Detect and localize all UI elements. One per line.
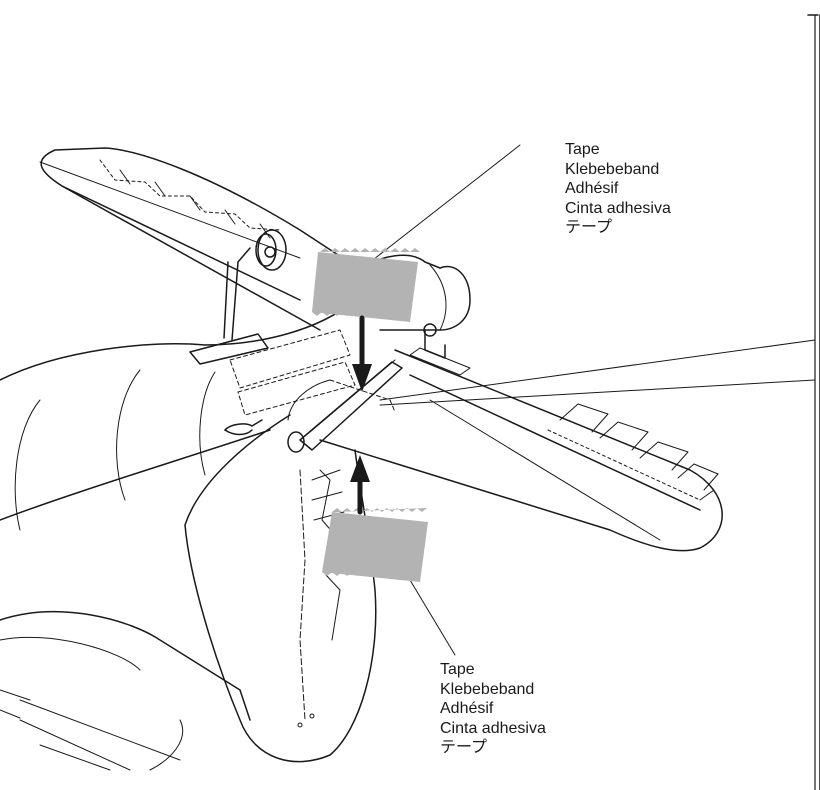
tape-callout-top: Tape Klebebeband Adhésif Cinta adhesiva … xyxy=(565,140,671,238)
tail-wheel xyxy=(189,229,287,365)
tape-top xyxy=(312,248,420,322)
tape-callout-bottom: Tape Klebebeband Adhésif Cinta adhesiva … xyxy=(440,660,546,758)
fuselage xyxy=(0,299,356,531)
detail-frame xyxy=(807,14,820,790)
callout-label-german: Klebebeband xyxy=(565,160,660,178)
callout-label-french: Adhésif xyxy=(440,700,494,717)
up-arrow-icon xyxy=(350,455,370,515)
right-stabilizer xyxy=(319,349,723,552)
vertical-fin xyxy=(184,414,377,763)
callout-label-japanese: テープ xyxy=(565,219,613,236)
fin-top xyxy=(359,254,471,376)
callout-label-english: Tape xyxy=(565,141,600,158)
callout-label-french: Adhésif xyxy=(565,180,619,197)
down-arrow-icon xyxy=(352,315,372,392)
left-stabilizer xyxy=(39,147,359,331)
callout-label-japanese: テープ xyxy=(440,739,488,756)
tape-bottom xyxy=(322,508,428,582)
callout-label-english: Tape xyxy=(440,661,475,678)
callout-label-spanish: Cinta adhesiva xyxy=(440,719,546,737)
main-wing xyxy=(0,610,251,771)
stabilizer-slot xyxy=(287,359,403,453)
callout-label-spanish: Cinta adhesiva xyxy=(565,199,671,217)
leader-lines xyxy=(359,144,816,656)
callout-label-german: Klebebeband xyxy=(440,680,535,698)
